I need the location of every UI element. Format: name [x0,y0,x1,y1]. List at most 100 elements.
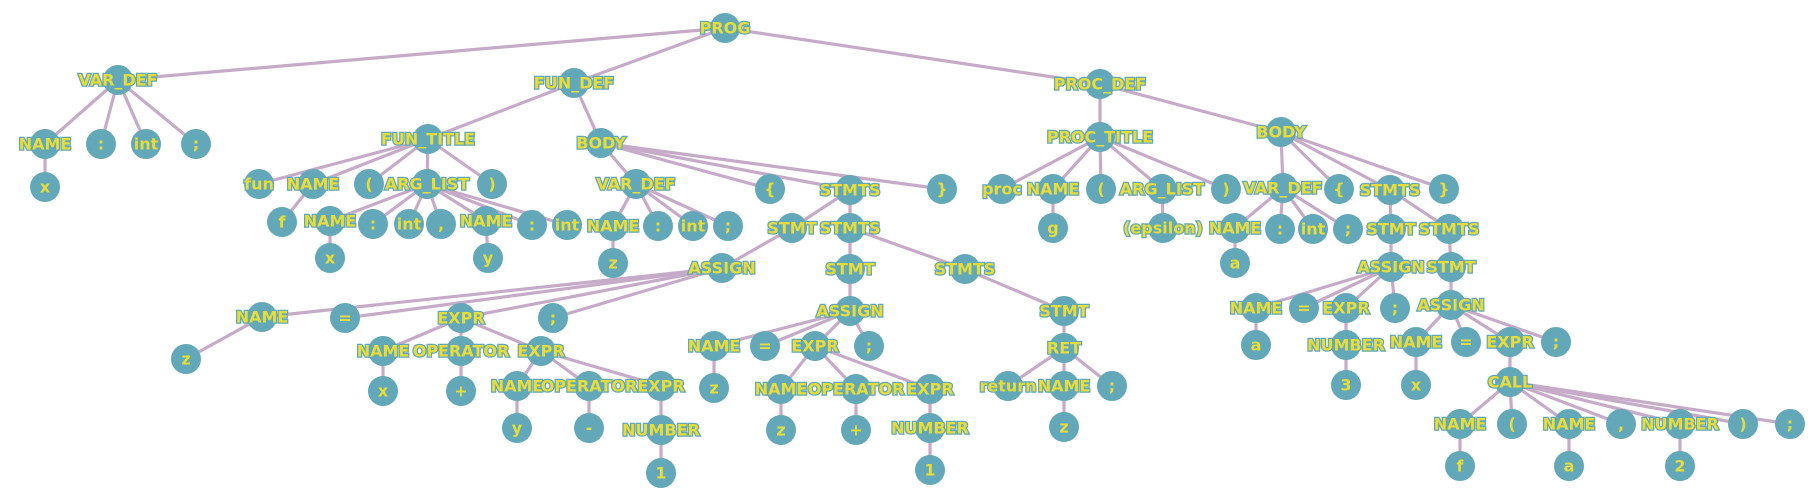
node-circle [412,169,442,199]
tree-node-c-2: 2 [1665,451,1695,481]
node-circle [835,296,865,326]
tree-node-r-z: z [1049,412,1079,442]
node-circle [586,128,616,158]
node-label: NAME [1038,377,1091,396]
node-label: : [370,215,376,234]
node-circle [1211,174,1241,204]
node-label: y [512,419,523,438]
node-label: NAME [1230,299,1283,318]
tree-node-assign1: ASSIGN [687,253,757,283]
tree-node-al-y: y [473,243,503,273]
node-label: ASSIGN [1417,296,1484,315]
node-label: STMTS [935,260,996,279]
node-circle [538,303,568,333]
node-label: EXPR [791,337,838,356]
tree-node-vd0-x: x [30,172,60,202]
node-label: a [1251,336,1262,355]
node-circle [552,210,582,240]
tree-node-pa1-eq: = [1289,293,1319,323]
node-label: ASSIGN [688,259,755,278]
node-circle [1497,409,1527,439]
tree-node-c-lp: ( [1497,409,1527,439]
tree-node-e2-y: y [502,413,532,443]
node-label: = [1297,299,1310,318]
node-circle [1445,409,1475,439]
node-circle [413,124,443,154]
tree-node-b1vd-int: int [678,211,708,241]
tree-node-ft-fun: fun [243,169,275,199]
node-label: NAME [1027,180,1080,199]
tree-node-b1-vardef: VAR_DEF [595,169,677,199]
node-circle [621,169,651,199]
node-circle [1333,214,1363,244]
tree-node-fundef: FUN_DEF [533,68,615,98]
tree-node-b2vd-semi: ; [1333,214,1363,244]
tree-node-c-name: NAME [1432,409,1488,439]
tree-node-b1-rb: } [927,174,957,204]
node-label: ; [1787,415,1793,434]
node-label: int [397,215,422,234]
node-label: x [378,382,389,401]
node-circle [854,331,884,361]
tree-node-vd0-int: int [131,129,161,159]
tree-node-s3-stmt: STMT [1038,296,1090,326]
node-label: a [1564,457,1575,476]
node-circle [1434,214,1464,244]
node-circle [1401,327,1431,357]
tree-node-e2-name: NAME [489,371,545,401]
tree-node-e3-op: OPERATOR [806,374,906,404]
node-circle [707,253,737,283]
edge-vardef0-to-vd0-semi [116,78,198,146]
node-circle [1380,293,1410,323]
node-circle [559,68,589,98]
node-circle [835,175,865,205]
node-label: VAR_DEF [78,71,157,90]
tree-node-procdef: PROC_DEF [1052,69,1148,99]
node-label: NAME [1209,219,1262,238]
tree-node-r-return: return [978,371,1038,401]
node-label: { [764,180,775,199]
node-label: ; [725,217,731,236]
tree-node-b2-vardef: VAR_DEF [1242,173,1324,203]
node-circle [354,169,384,199]
node-label: VAR_DEF [1243,179,1322,198]
tree-node-b2-stmts: STMTS [1358,175,1422,205]
node-label: ( [365,175,372,194]
node-circle [1049,371,1079,401]
node-circle [131,129,161,159]
node-circle [950,254,980,284]
tree-node-r-name: NAME [1036,371,1092,401]
tree-node-e1-plus: + [446,376,476,406]
node-circle [477,169,507,199]
tree-node-b2vd-int: int [1298,214,1328,244]
node-label: = [758,337,771,356]
node-label: x [325,249,336,268]
node-label: z [709,379,718,398]
node-circle [1331,293,1361,323]
edge-assign2-to-a2-name [712,309,852,348]
tree-node-a2-name: NAME [686,331,742,361]
tree-node-pa2-expr: EXPR [1485,327,1535,357]
node-label: z [776,421,785,440]
node-label: : [1277,220,1283,239]
node-circle [1085,69,1115,99]
edge-body1-to-b1-stmts [599,141,852,192]
node-label: { [1333,180,1344,199]
tree-node-ret: RET [1046,333,1082,363]
node-circle [171,344,201,374]
node-circle [446,376,476,406]
node-label: NAME [1543,415,1596,434]
node-label: 3 [1340,376,1351,395]
node-circle [643,211,673,241]
node-label: NUMBER [891,419,969,438]
node-circle [1401,370,1431,400]
node-label: EXPR [1322,299,1369,318]
tree-node-s1-stmts: STMTS [818,213,882,243]
edge-assign1-to-a1-expr [459,266,724,320]
tree-node-s2-stmt: STMT [824,254,876,284]
node-circle [502,371,532,401]
node-label: : [655,217,661,236]
node-label: = [1459,333,1472,352]
tree-node-a1-eq: = [330,303,360,333]
node-circle [1728,409,1758,439]
